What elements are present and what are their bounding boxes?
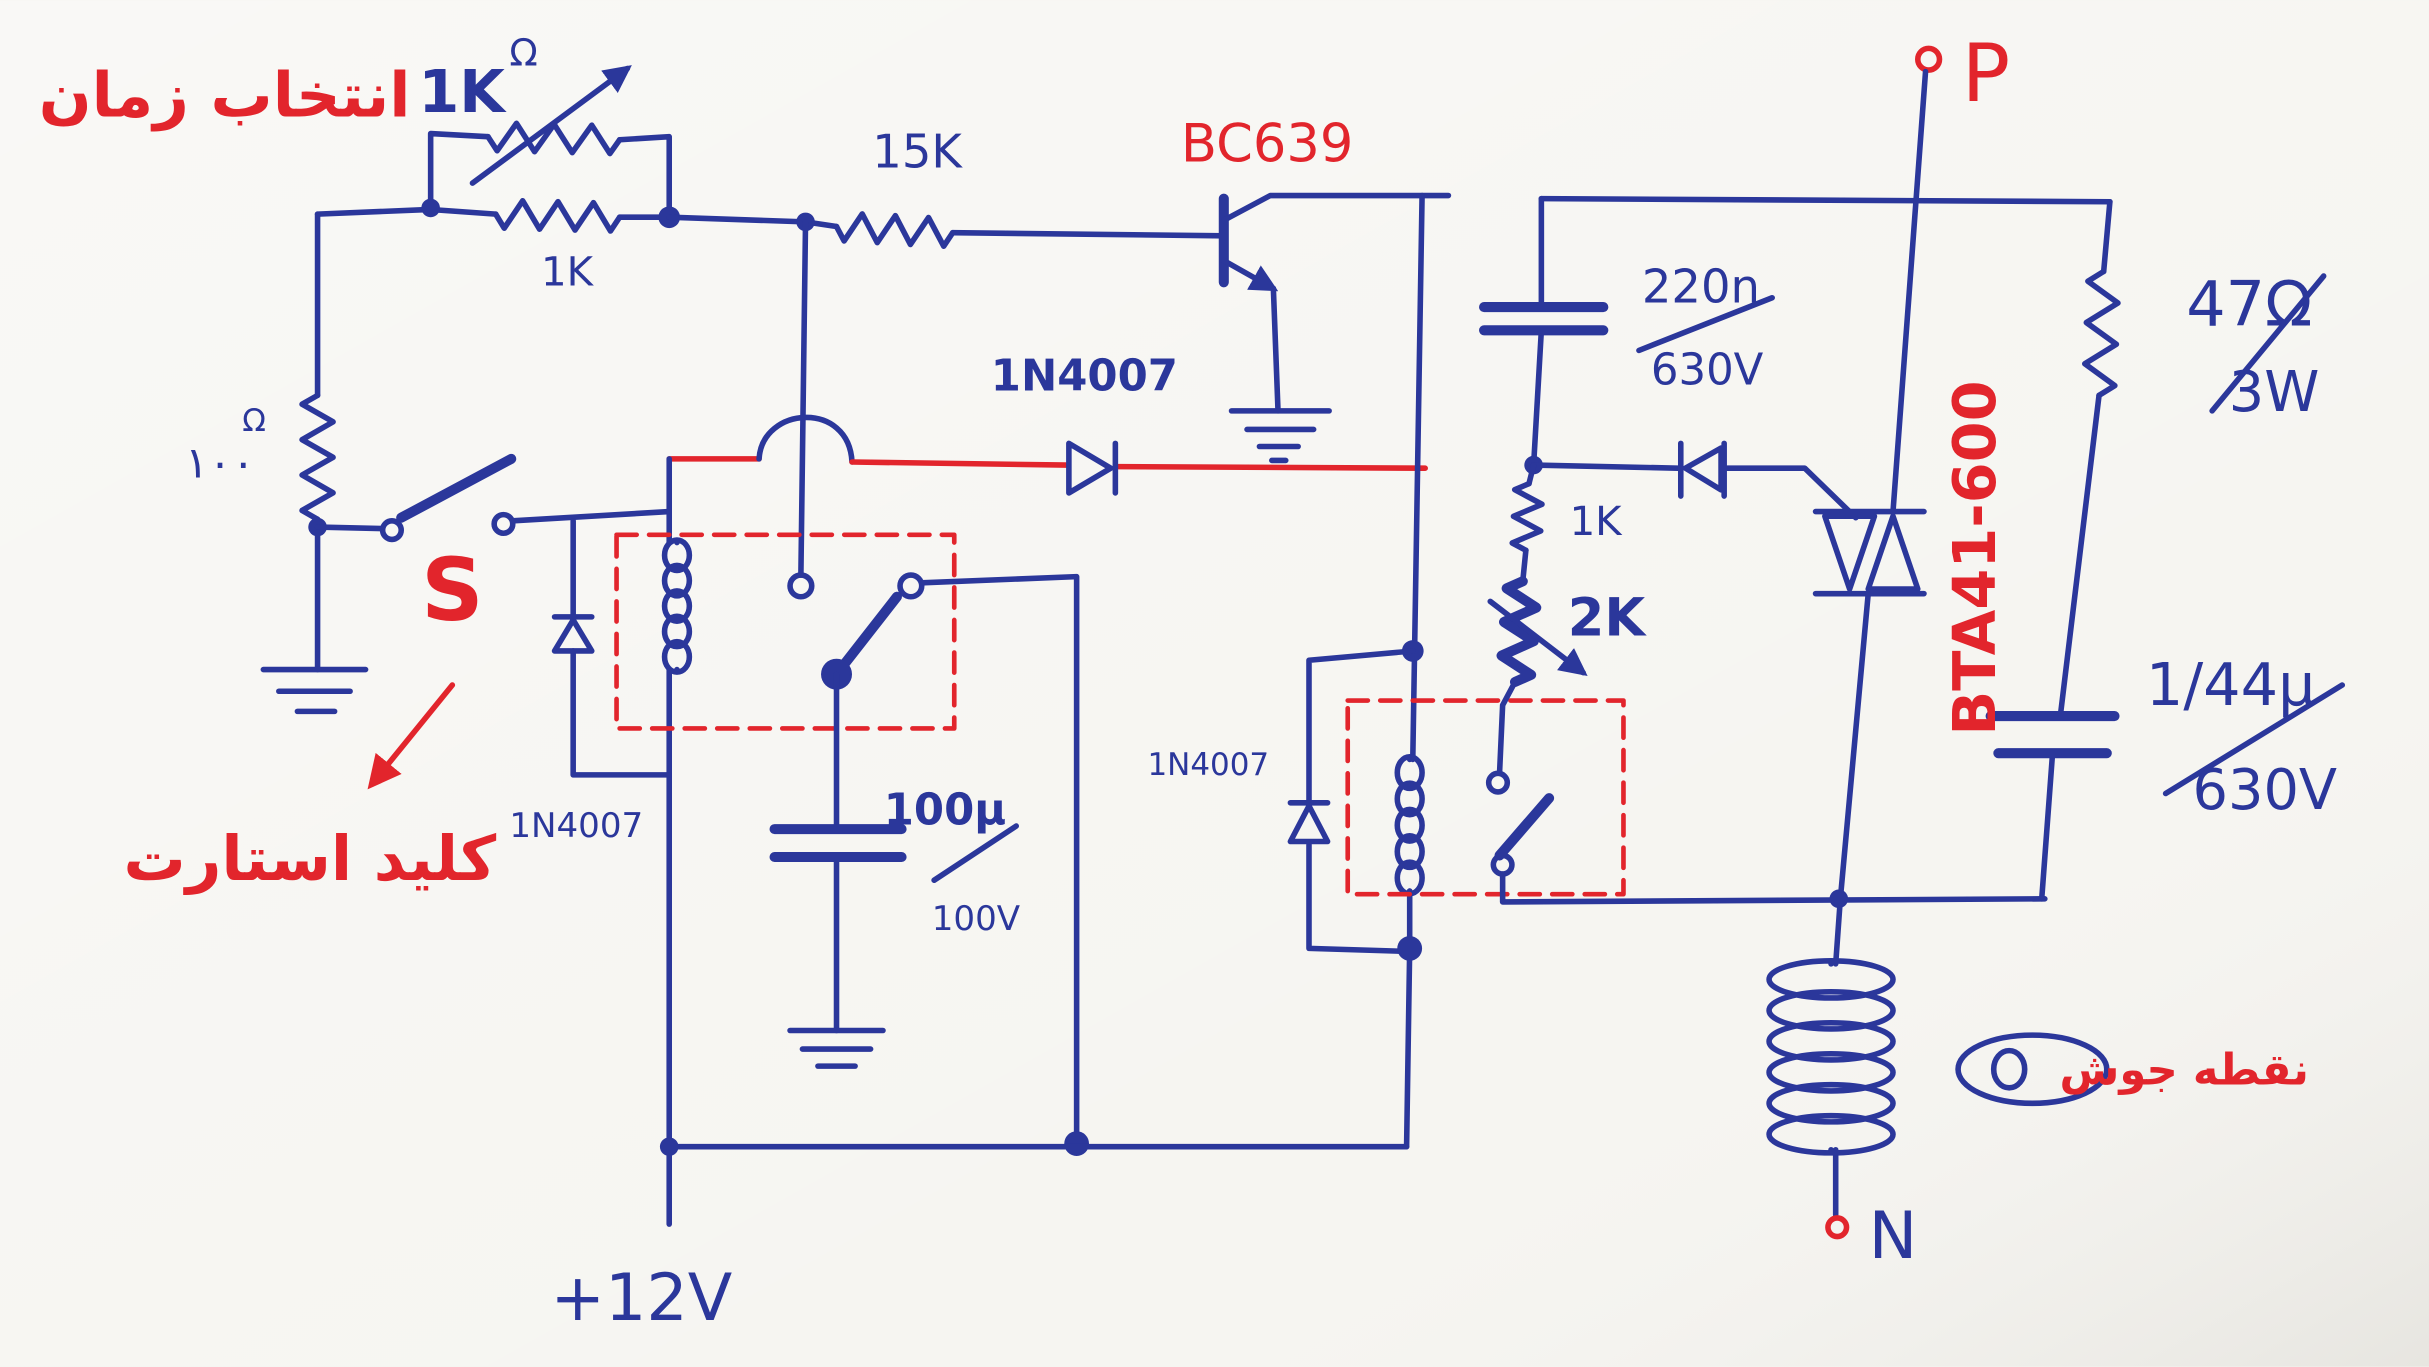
wire-timer-chain [1496, 462, 1537, 777]
supply-label: +12V [550, 1261, 732, 1336]
firing-cap-voltage: 630V [1651, 346, 1764, 396]
relay1-contact [897, 572, 925, 600]
wire-relay1-out [918, 573, 1080, 1150]
wire-switch-left [314, 524, 386, 532]
pot-value-label: 1K [418, 57, 507, 126]
triac-label: BTA41-600 [1940, 380, 2009, 735]
wire-bottom-right [1499, 871, 2048, 905]
label-divider [2209, 273, 2327, 414]
capacitor-snubber [1985, 710, 2120, 759]
start-switch-lever [396, 453, 517, 523]
potentiometer-arrow-icon [469, 65, 632, 186]
wire-relay1-contact-feed [798, 219, 809, 578]
relay2-contact [1485, 770, 1511, 795]
relay1-contact [787, 572, 815, 600]
wire-top-right [1538, 195, 2113, 205]
wire-diode-left [570, 518, 673, 778]
relay1-diode-label: 1N4007 [509, 806, 643, 846]
transistor-emitter [1221, 257, 1279, 292]
relay1-coil [661, 537, 693, 675]
snubber-resistor-value: 47Ω [2186, 268, 2312, 341]
diode-right [1287, 799, 1331, 845]
relay1-switch-arm [831, 591, 902, 680]
label-divider [1636, 294, 1775, 354]
terminal-n-label: N [1869, 1199, 1918, 1274]
relay1-cap-value: 100µ [884, 785, 1006, 835]
switch-caption: کلید استارت [124, 822, 498, 895]
relay2-outline [1345, 698, 1626, 897]
wire-snubber [2038, 198, 2113, 902]
wire-switch-right [509, 508, 673, 524]
pot-unit-label: Ω [509, 30, 537, 74]
series-resistor-label: 15K [872, 125, 963, 179]
wire-cap-220n [1530, 195, 1545, 468]
snubber-resistor-power: 3W [2229, 360, 2320, 425]
snubber-cap-value: 1/44µ [2146, 650, 2316, 719]
firing-pot-label: 2K [1568, 587, 1648, 648]
potentiometer-2k [1496, 576, 1542, 687]
resistor-1k [492, 198, 623, 234]
relay1-cap-voltage: 100V [932, 899, 1021, 939]
transistor-label: BC639 [1181, 113, 1353, 174]
resistor-47 [2082, 268, 2121, 399]
crossover-diode-label: 1N4007 [991, 352, 1178, 402]
start-resistor-unit: Ω [242, 403, 266, 439]
firing-resistor-label: 1K [1570, 499, 1624, 545]
parallel-resistor-label: 1K [541, 249, 595, 295]
start-switch-contact [379, 518, 405, 543]
wire-diode-line-right [849, 459, 1428, 471]
weld-point-label: نقطه جوش [2060, 1046, 2309, 1096]
resistor-1k-right [1509, 480, 1545, 554]
terminal-n [1825, 1215, 1850, 1240]
wire-p-line [1890, 68, 1929, 515]
junction-dot [659, 1137, 679, 1156]
junction-dot [1829, 889, 1849, 909]
junction-dot [1397, 936, 1423, 961]
wire-crossover-hump [756, 414, 855, 465]
wire-emitter-ground [1270, 285, 1281, 414]
capacitor-100u [769, 824, 907, 863]
relay2-coil [1394, 753, 1425, 897]
capacitor-220n [1479, 302, 1609, 336]
wire-gate [1530, 462, 1859, 521]
transistor-collector [1221, 192, 1452, 224]
ground-left-icon [260, 666, 369, 715]
firing-cap-value: 220n [1642, 259, 1760, 313]
wire-diode-right [1306, 648, 1416, 955]
diode-left [551, 614, 595, 654]
terminal-p-label: P [1962, 26, 2011, 120]
weld-point-icon [1955, 1032, 2110, 1107]
resistor-100 [299, 392, 336, 523]
relay2-switch-arm [1494, 793, 1555, 861]
start-switch-contact [491, 511, 516, 537]
label-divider [2162, 682, 2346, 797]
weld-point-inner-icon [1990, 1047, 2028, 1091]
diode-crossover [1066, 440, 1119, 496]
time-select-label: انتخاب زمان [39, 59, 411, 132]
junction-dot [421, 198, 440, 218]
welding-transformer-coil [1766, 958, 1896, 1156]
snubber-cap-voltage: 630V [2193, 758, 2338, 823]
wire-left-top [314, 206, 434, 217]
junction-dot [1064, 1131, 1090, 1156]
relay2-diode-label: 1N4007 [1147, 747, 1269, 783]
ground-cap-icon [787, 1027, 886, 1069]
start-resistor-label: ۱۰۰ [185, 438, 255, 488]
wire-pot-box [427, 130, 673, 221]
terminal-p [1915, 45, 1943, 73]
start-arrow-icon [367, 682, 456, 790]
ground-transistor-icon [1228, 408, 1332, 464]
resistor-15k [833, 211, 956, 249]
label-divider [931, 823, 1020, 884]
diac [1677, 440, 1727, 499]
potentiometer-2k-arrow-icon [1487, 598, 1588, 677]
switch-label: S [421, 540, 483, 641]
